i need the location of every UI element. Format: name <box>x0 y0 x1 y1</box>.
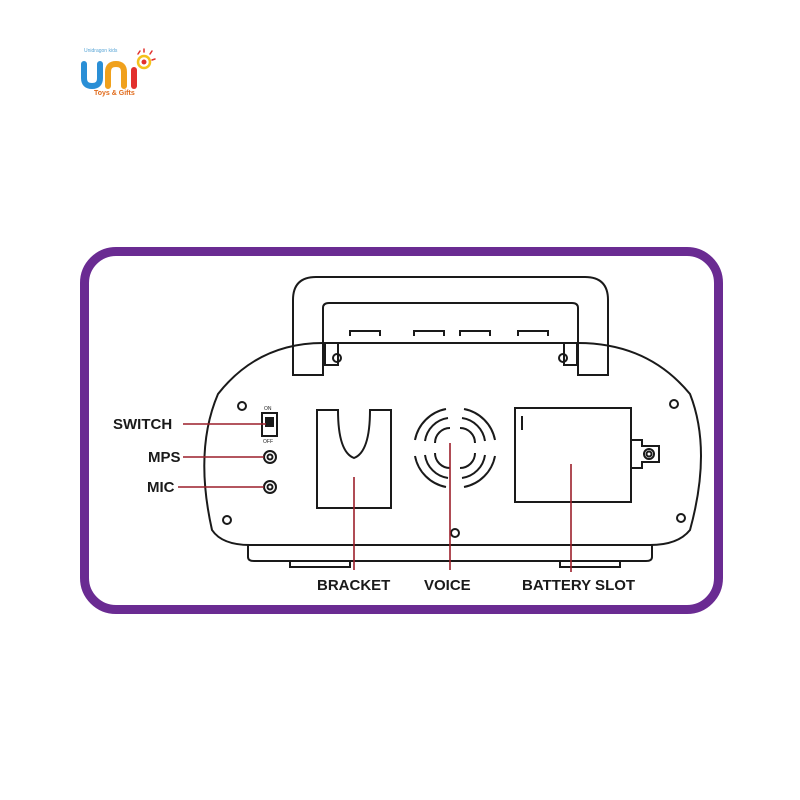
label-battery-slot: BATTERY SLOT <box>522 577 635 594</box>
label-mic: MIC <box>147 479 175 496</box>
brand-logo-mark <box>81 48 156 90</box>
diagram-frame <box>80 247 723 614</box>
battery-cover <box>514 407 632 503</box>
switch-on-label: ON <box>264 406 272 412</box>
mps-jack <box>263 450 277 464</box>
handle <box>292 276 609 376</box>
label-voice: VOICE <box>424 577 471 594</box>
switch-off-label: OFF <box>263 439 273 445</box>
brand-logo: Unidragon kids Toys & Gifts <box>78 48 163 103</box>
bracket <box>316 409 392 509</box>
mic-jack <box>263 480 277 494</box>
label-mps: MPS <box>148 449 181 466</box>
brand-subtitle: Toys & Gifts <box>94 90 135 97</box>
brand-tagline: Unidragon kids <box>84 48 118 54</box>
label-bracket: BRACKET <box>317 577 390 594</box>
label-switch: SWITCH <box>113 416 172 433</box>
speaker-grille <box>414 408 496 488</box>
device-body <box>203 342 702 546</box>
